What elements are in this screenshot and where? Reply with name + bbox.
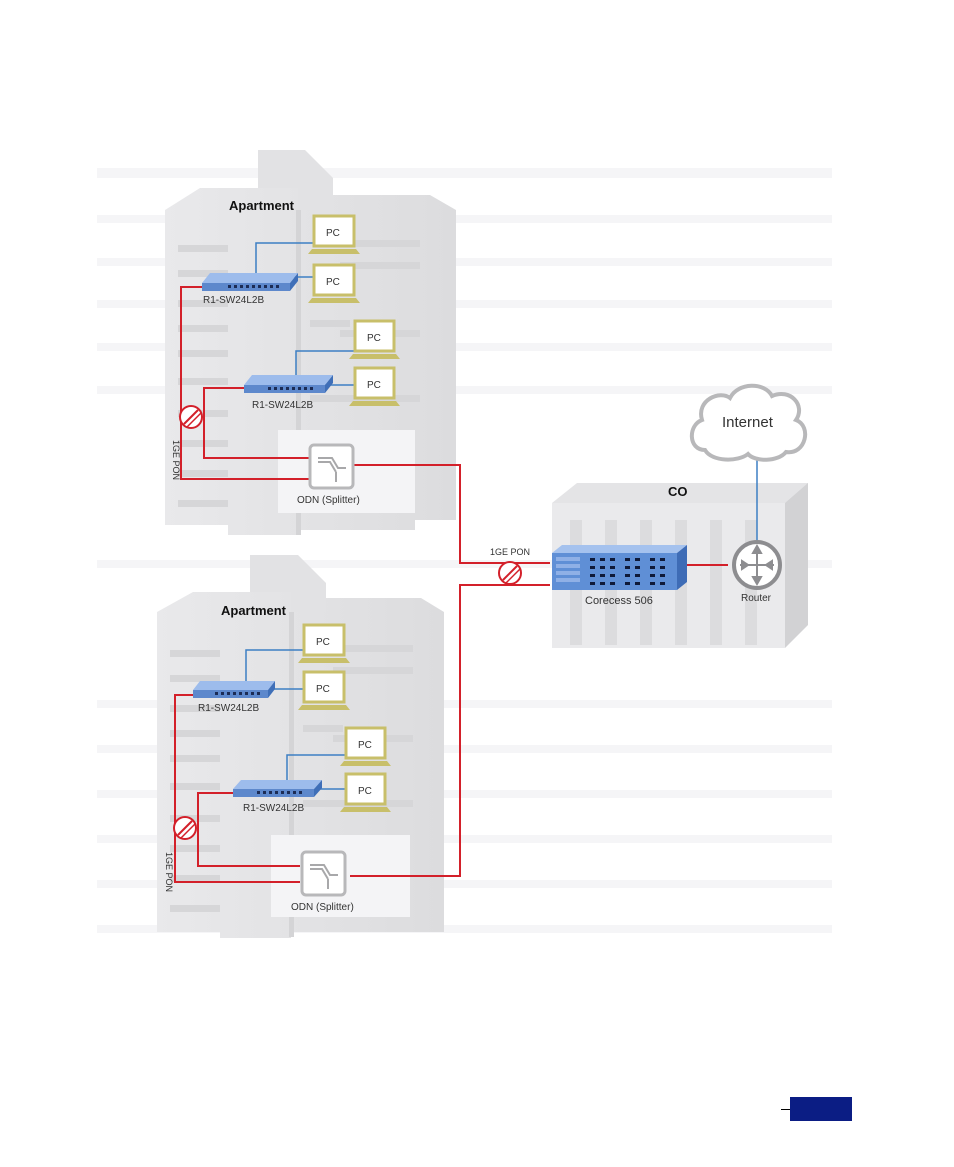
pon-marker-icon [498, 561, 522, 585]
pc-icon: PC [308, 263, 360, 303]
olt-label: Corecess 506 [585, 595, 653, 607]
co-side [785, 483, 808, 648]
switch-label: R1-SW24L2B [203, 295, 264, 306]
splitter-label: ODN (Splitter) [291, 902, 354, 913]
switch-label: R1-SW24L2B [198, 703, 259, 714]
switch-label: R1-SW24L2B [252, 400, 313, 411]
pc-label: PC [358, 786, 372, 797]
pc-label: PC [367, 380, 381, 391]
building-divider [289, 612, 294, 937]
internet-label: Internet [722, 414, 774, 431]
pc-icon: PC [298, 670, 350, 710]
switch-icon [202, 273, 298, 291]
pc-label: PC [316, 684, 330, 695]
pc-icon: PC [349, 366, 400, 406]
switch-icon [193, 681, 275, 698]
pon-label: 1GE PON [171, 440, 181, 480]
splitter-label: ODN (Splitter) [297, 495, 360, 506]
router-icon [732, 540, 782, 590]
pc-label: PC [316, 637, 330, 648]
building-divider [296, 210, 301, 535]
pc-icon: PC [308, 214, 360, 254]
pon-marker-icon [179, 405, 203, 429]
page-tab-line [781, 1109, 791, 1110]
ethernet-links [245, 242, 758, 790]
switch-icon [233, 780, 322, 797]
pc-icon: PC [340, 772, 391, 812]
pc-icon: PC [349, 319, 400, 359]
co-top [552, 483, 808, 503]
olt-chassis-icon [552, 545, 687, 590]
pc-icon: PC [298, 623, 350, 663]
pc-label: PC [358, 740, 372, 751]
splitter-icon [300, 850, 347, 897]
building-label: Apartment [221, 603, 287, 618]
co-label: CO [668, 484, 688, 499]
splitter-icon [308, 443, 355, 490]
apartment-building-2: Apartment [157, 555, 444, 938]
pc-icon: PC [340, 726, 391, 766]
pc-label: PC [326, 277, 340, 288]
switch-label: R1-SW24L2B [243, 803, 304, 814]
router-label: Router [741, 593, 772, 604]
pc-label: PC [326, 228, 340, 239]
pon-label: 1GE PON [164, 852, 174, 892]
fiber-links [174, 286, 728, 883]
page-number-tab [790, 1097, 852, 1121]
pon-marker-icon [173, 816, 197, 840]
pc-label: PC [367, 333, 381, 344]
pon-label: 1GE PON [490, 547, 530, 557]
cloud-icon [689, 383, 807, 462]
building-label: Apartment [229, 198, 295, 213]
switch-icon [244, 375, 333, 393]
